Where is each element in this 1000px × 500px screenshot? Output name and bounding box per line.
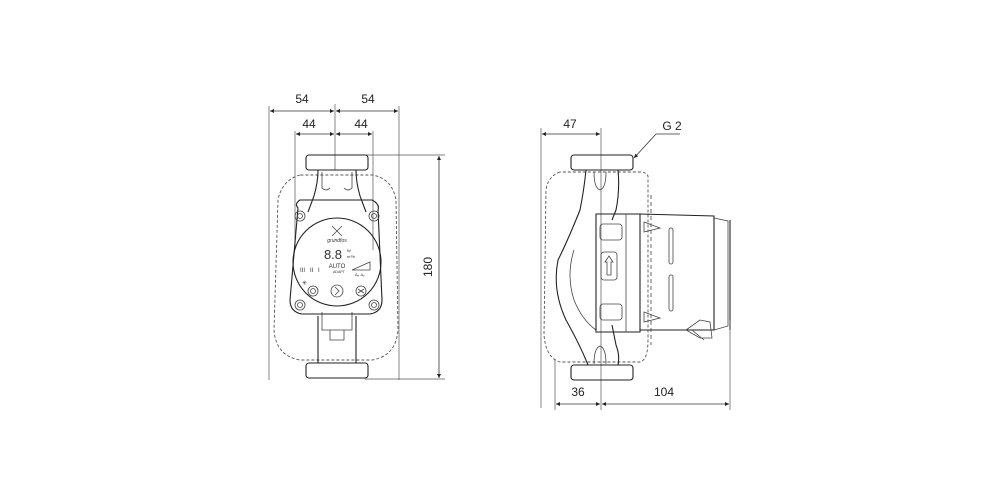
display-unit-w: W: [347, 248, 351, 253]
dim-54-left: 54: [295, 92, 309, 106]
bottom-flange: [305, 362, 369, 379]
dim-36: 36: [571, 385, 585, 399]
side-envelope: [543, 171, 649, 363]
dim-44-right: 44: [354, 117, 368, 131]
air-vent-button[interactable]: [355, 285, 367, 297]
dim-180: 180: [421, 257, 435, 277]
chevron-right-icon: [334, 286, 340, 296]
motor-endcap: [595, 213, 641, 333]
front-top-dimensions: [268, 104, 400, 380]
envelope-outline: [273, 174, 399, 361]
display-unit-flow: m³/h: [347, 254, 355, 259]
top-flange: [305, 154, 369, 171]
front-height-dimension: [365, 154, 445, 380]
speed-label-1: I: [318, 268, 320, 274]
svg-text:Δₚ Δₚ: Δₚ Δₚ: [355, 272, 365, 277]
arrow-up-icon: [604, 255, 614, 276]
front-view: 54 54 44 44 180 grundfo: [268, 92, 445, 380]
flow-direction-badge: [600, 251, 618, 281]
dim-104: 104: [654, 385, 674, 399]
stator-housing: [639, 213, 715, 331]
thread-label-g2: G 2: [662, 119, 682, 133]
speed-label-3: III: [300, 268, 305, 274]
ramp-icon: [351, 261, 371, 271]
brand-logo: grundfos: [327, 238, 347, 244]
sun-icon: ✳: [302, 280, 307, 287]
side-view: 47 G 2: [540, 117, 731, 410]
dim-47: 47: [563, 117, 577, 131]
speed-label-2: II: [310, 268, 314, 274]
mode-sublabel: ADAPT: [333, 270, 346, 274]
side-bottom-flange: [570, 364, 634, 381]
dim-54-right: 54: [361, 92, 375, 106]
cable-plug: [685, 319, 713, 341]
select-button[interactable]: [330, 284, 344, 298]
control-box: [289, 199, 383, 315]
display-value: 8.8: [324, 247, 342, 262]
mode-label: AUTO: [329, 264, 346, 270]
night-mode-button[interactable]: [307, 285, 319, 297]
control-panel: [292, 217, 382, 307]
logo-icon: [331, 225, 343, 237]
side-top-flange: [570, 154, 634, 171]
dim-44-left: 44: [302, 117, 316, 131]
